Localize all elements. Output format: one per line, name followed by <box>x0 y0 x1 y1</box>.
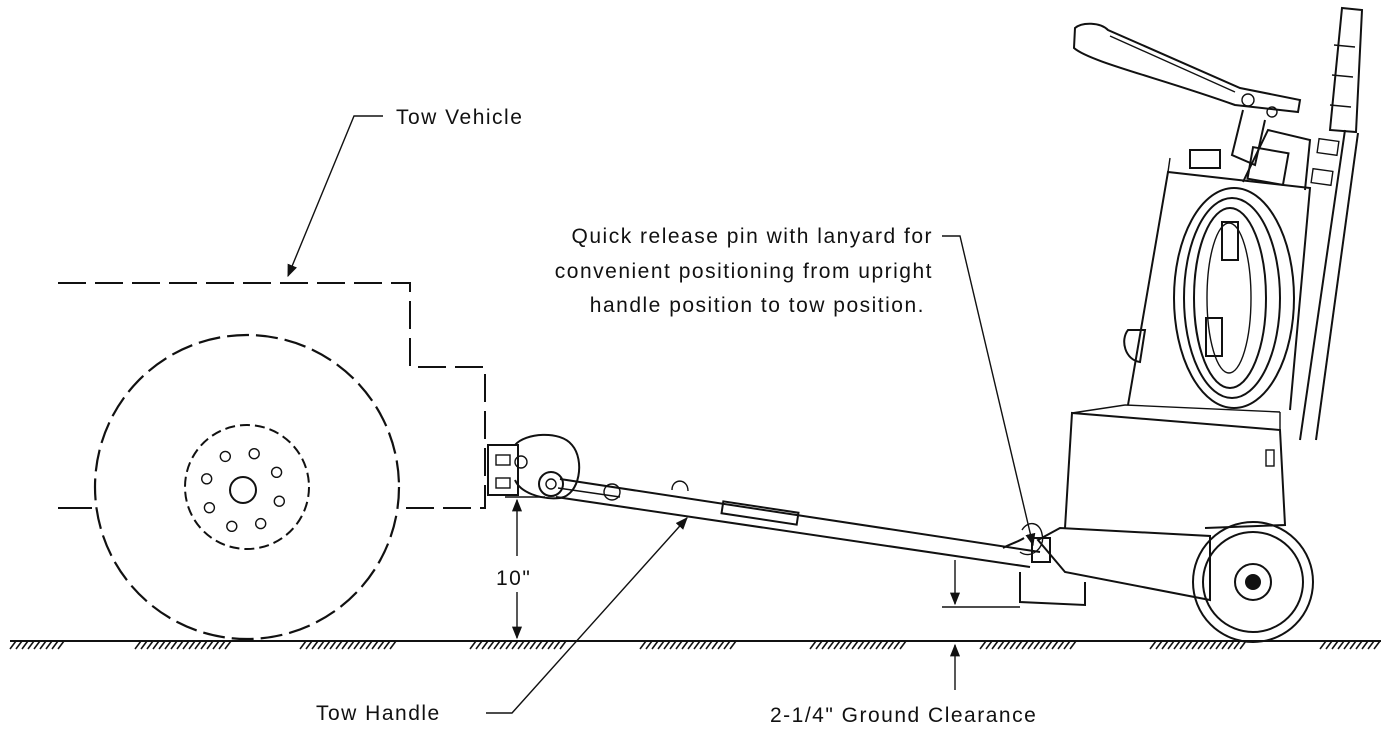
hub-bolt <box>200 473 213 485</box>
height-dimension-label: 10" <box>496 567 531 590</box>
hub-bolts <box>200 448 285 532</box>
pin-note-line-2: convenient positioning from upright <box>555 260 933 283</box>
ground-clearance-label: 2-1/4" Ground Clearance <box>770 704 1037 727</box>
ground-line <box>9 640 1381 650</box>
hub-bolt <box>273 495 285 507</box>
jack-body-drawing <box>1019 6 1364 643</box>
callout-leaders <box>287 115 1036 714</box>
tow-vehicle-outline <box>58 282 486 641</box>
hub-bolt <box>219 450 232 463</box>
pin-note: Quick release pin with lanyard for conve… <box>555 225 933 317</box>
tow-handle-label: Tow Handle <box>316 702 441 725</box>
hub-bolt <box>248 448 260 460</box>
pin-note-line-1: Quick release pin with lanyard for <box>572 225 933 248</box>
hub-bolt <box>226 520 238 532</box>
hub-bolt <box>203 502 216 514</box>
hub-bolt <box>270 466 283 478</box>
tow-vehicle-label: Tow Vehicle <box>396 106 523 129</box>
hub-bolt <box>255 517 267 530</box>
tow-handle-drawing <box>487 433 1051 568</box>
ground-hatching <box>9 640 1381 650</box>
pin-note-line-3: handle position to tow position. <box>590 294 925 317</box>
